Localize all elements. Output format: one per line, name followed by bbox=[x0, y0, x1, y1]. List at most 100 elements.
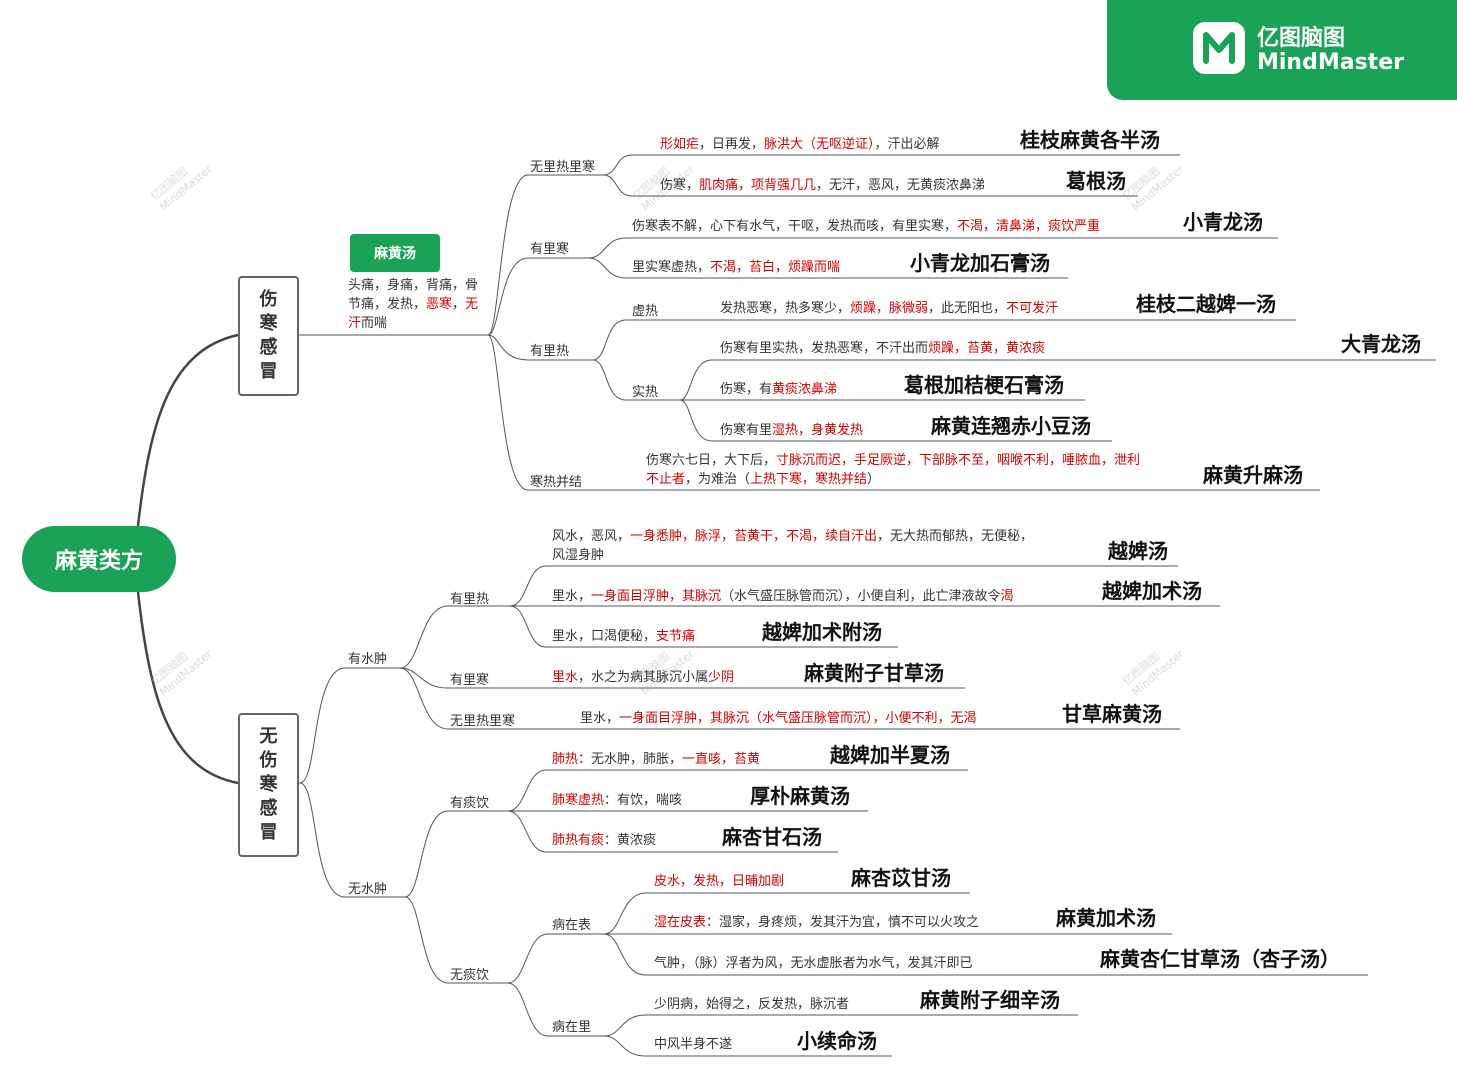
condition-segment-highlight: 一身面目浮肿，其脉沉（水气盛压脉管而沉），小便不利，无渴 bbox=[619, 711, 977, 726]
condition-k2: 伤寒，肌肉痛，项背强几几，无汗，恶风，无黄痰浓鼻涕 bbox=[660, 176, 985, 195]
branch-you-tanyin[interactable]: 有痰饮 bbox=[450, 796, 490, 811]
condition-segment-highlight: 烦躁，苔黄，黄浓痰 bbox=[928, 341, 1046, 356]
formula-houpu-mahuang-tang[interactable]: 厚朴麻黄汤 bbox=[750, 784, 850, 808]
condition-k19: 湿在皮表：湿家，身疼烦，发其汗为宜，慎不可以火攻之 bbox=[654, 913, 979, 932]
mahuang-tang-tag[interactable]: 麻黄汤 bbox=[350, 234, 440, 272]
condition-segment: ，无汗，恶风，无黄痰浓鼻涕 bbox=[816, 178, 986, 193]
formula-yuebi-tang[interactable]: 越婢汤 bbox=[1108, 539, 1168, 563]
desc-segment-highlight: 无汗 bbox=[348, 297, 479, 331]
condition-k5: 发热恶寒，热多寒少，烦躁，脉微弱，此无阳也，不可发汗 bbox=[720, 299, 1058, 318]
formula-yuebi-jia-zhu-tang[interactable]: 越婢加术汤 bbox=[1102, 579, 1202, 603]
group-shanghan[interactable]: 伤 寒 感 冒 bbox=[238, 276, 299, 396]
branch-you-lire[interactable]: 有里热 bbox=[530, 344, 570, 359]
condition-k7: 伤寒，有黄痰浓鼻涕 bbox=[720, 380, 837, 399]
formula-ma-xing-gan-shi-tang[interactable]: 麻杏甘石汤 bbox=[722, 825, 822, 849]
condition-segment: 中风半身不遂 bbox=[654, 1037, 733, 1052]
condition-k16: 肺寒虚热：有饮，喘咳 bbox=[552, 791, 682, 810]
brand-name-cn: 亿图脑图 bbox=[1257, 26, 1346, 51]
group-label-char: 感 bbox=[259, 798, 278, 819]
condition-segment-highlight: 不可发汗 bbox=[1006, 301, 1059, 316]
condition-k9: 伤寒六七日，大下后，寸脉沉而迟，手足厥逆，下部脉不至，咽喉不利，唾脓血，泄利不止… bbox=[646, 451, 1146, 489]
formula-yuebi-jia-zhu-fu-tang[interactable]: 越婢加术附汤 bbox=[762, 620, 882, 644]
brand-badge: 亿图脑图 MindMaster bbox=[1107, 0, 1457, 100]
mahuang-tang-description: 头痛，身痛，背痛，骨节痛，发热，恶寒，无汗而喘 bbox=[348, 276, 484, 333]
formula-ma-xing-yi-gan-tang[interactable]: 麻杏苡甘汤 bbox=[851, 866, 951, 890]
branch-you-lihan[interactable]: 有里寒 bbox=[530, 242, 570, 257]
condition-segment-highlight: 脉洪大（无呕逆证） bbox=[764, 137, 875, 152]
formula-gegen-jia-jiegeng-shigao-tang[interactable]: 葛根加桔梗石膏汤 bbox=[904, 373, 1064, 397]
root-topic[interactable]: 麻黄类方 bbox=[22, 526, 176, 592]
formula-mahuang-xingren-gancao-tang[interactable]: 麻黄杏仁甘草汤（杏子汤） bbox=[1100, 947, 1340, 971]
condition-segment: 伤寒表不解，心下有水气，干呕，发热而咳，有里实寒， bbox=[632, 219, 958, 234]
condition-segment: 伤寒有里实热，发热恶寒，不汗出而 bbox=[720, 341, 929, 356]
condition-segment-highlight: 不渴，清鼻涕，痰饮严重 bbox=[957, 219, 1101, 234]
condition-k20: 气肿，（脉）浮者为风，无水虚胀者为水气，发其汗即已 bbox=[654, 954, 973, 973]
formula-xiao-xuming-tang[interactable]: 小续命汤 bbox=[797, 1029, 877, 1053]
condition-k3: 伤寒表不解，心下有水气，干呕，发热而咳，有里实寒，不渴，清鼻涕，痰饮严重 bbox=[632, 217, 1100, 236]
formula-yuebi-jia-banxia-tang[interactable]: 越婢加半夏汤 bbox=[830, 743, 950, 767]
condition-segment-highlight: 肺寒虚热 bbox=[552, 793, 605, 808]
condition-segment-highlight: 湿热，身黄发热 bbox=[772, 423, 864, 438]
branch-bing-zai-biao[interactable]: 病在表 bbox=[552, 918, 592, 933]
branch-bing-zai-li[interactable]: 病在里 bbox=[552, 1020, 592, 1035]
condition-segment-highlight: 寸脉沉而迟，手足厥逆，下部脉不至，咽喉不利，唾脓血，泄利不止者 bbox=[646, 453, 1141, 487]
branch-hanre-bingjie[interactable]: 寒热并结 bbox=[530, 475, 583, 490]
condition-k14: 里水，一身面目浮肿，其脉沉（水气盛压脉管而沉），小便不利，无渴 bbox=[580, 709, 977, 728]
formula-xiao-qinglong-jia-shigao-tang[interactable]: 小青龙加石膏汤 bbox=[910, 251, 1050, 275]
formula-mahuang-fuzi-xixin-tang[interactable]: 麻黄附子细辛汤 bbox=[920, 988, 1060, 1012]
condition-segment-highlight: 肺热 bbox=[552, 752, 579, 767]
mindmaster-logo-icon bbox=[1193, 22, 1245, 74]
formula-gegen-tang[interactable]: 葛根汤 bbox=[1066, 169, 1126, 193]
branch-wu-lire-lihan[interactable]: 无里热里寒 bbox=[530, 160, 596, 175]
condition-segment: 里水，口渴便秘， bbox=[552, 629, 657, 644]
condition-k6: 伤寒有里实热，发热恶寒，不汗出而烦躁，苔黄，黄浓痰 bbox=[720, 339, 1045, 358]
formula-mahuang-fuzi-gancao-tang[interactable]: 麻黄附子甘草汤 bbox=[804, 661, 944, 685]
condition-k15: 肺热：无水肿，肺胀，一直咳，苔黄 bbox=[552, 750, 760, 769]
formula-xiao-qinglong-tang[interactable]: 小青龙汤 bbox=[1183, 210, 1263, 234]
branch-c1-wu-lire-lihan[interactable]: 无里热里寒 bbox=[450, 714, 516, 729]
desc-segment: ， bbox=[452, 297, 466, 312]
condition-segment: 风水，恶风， bbox=[552, 529, 631, 544]
branch-xure[interactable]: 虚热 bbox=[632, 304, 659, 319]
group-label-char: 冒 bbox=[259, 361, 278, 382]
formula-guizhi-mahuang-gebanntang[interactable]: 桂枝麻黄各半汤 bbox=[1020, 128, 1160, 152]
formula-mahuang-jia-zhu-tang[interactable]: 麻黄加术汤 bbox=[1056, 906, 1156, 930]
condition-k18: 皮水，发热，日晡加剧 bbox=[654, 872, 784, 891]
condition-k1: 形如疟，日再发，脉洪大（无呕逆证），汗出必解 bbox=[660, 135, 940, 154]
condition-segment: （水气盛压脉管而沉），小便自利，此亡津液故令 bbox=[721, 589, 1001, 604]
desc-segment: 而喘 bbox=[361, 316, 388, 331]
condition-k21: 少阴病，始得之，反发热，脉沉者 bbox=[654, 995, 849, 1014]
condition-segment: ，此无阳也， bbox=[928, 301, 1007, 316]
condition-segment: ，汗出必解 bbox=[874, 137, 940, 152]
group-wu-shanghan[interactable]: 无 伤 寒 感 冒 bbox=[238, 713, 299, 857]
group-label-char: 感 bbox=[259, 337, 278, 358]
formula-mahuang-lianqiao-chixiaodou-tang[interactable]: 麻黄连翘赤小豆汤 bbox=[931, 414, 1091, 438]
condition-segment-highlight: 肌肉痛，项背强几几 bbox=[699, 178, 817, 193]
condition-segment: 伤寒有里 bbox=[720, 423, 773, 438]
branch-wu-tanyin[interactable]: 无痰饮 bbox=[450, 968, 490, 983]
branch-c1-you-lire[interactable]: 有里热 bbox=[450, 592, 490, 607]
branch-shire[interactable]: 实热 bbox=[632, 385, 659, 400]
condition-segment-highlight: 湿在皮表 bbox=[654, 915, 707, 930]
branch-you-shuizhong[interactable]: 有水肿 bbox=[348, 652, 388, 667]
condition-segment: 伤寒六七日，大下后， bbox=[646, 453, 777, 468]
formula-guizhi-er-yuebi-yi-tang[interactable]: 桂枝二越婢一汤 bbox=[1136, 292, 1276, 316]
group-label-char: 冒 bbox=[259, 822, 278, 843]
condition-segment-highlight: 黄痰浓鼻涕 bbox=[772, 382, 838, 397]
condition-segment-highlight: 一身面目浮肿，其脉沉 bbox=[591, 589, 722, 604]
condition-segment: 里水， bbox=[552, 589, 592, 604]
brand-name-en: MindMaster bbox=[1257, 50, 1404, 75]
condition-k8: 伤寒有里湿热，身黄发热 bbox=[720, 421, 863, 440]
condition-segment-highlight: 渴 bbox=[1000, 589, 1014, 604]
branch-wu-shuizhong[interactable]: 无水肿 bbox=[348, 882, 388, 897]
branch-c1-you-lihan[interactable]: 有里寒 bbox=[450, 673, 490, 688]
condition-segment: ，水之为病其脉沉小属 bbox=[578, 670, 709, 685]
formula-gancao-mahuang-tang[interactable]: 甘草麻黄汤 bbox=[1062, 702, 1162, 726]
formula-da-qinglong-tang[interactable]: 大青龙汤 bbox=[1341, 332, 1421, 356]
formula-mahuang-shengma-tang[interactable]: 麻黄升麻汤 bbox=[1203, 463, 1303, 487]
